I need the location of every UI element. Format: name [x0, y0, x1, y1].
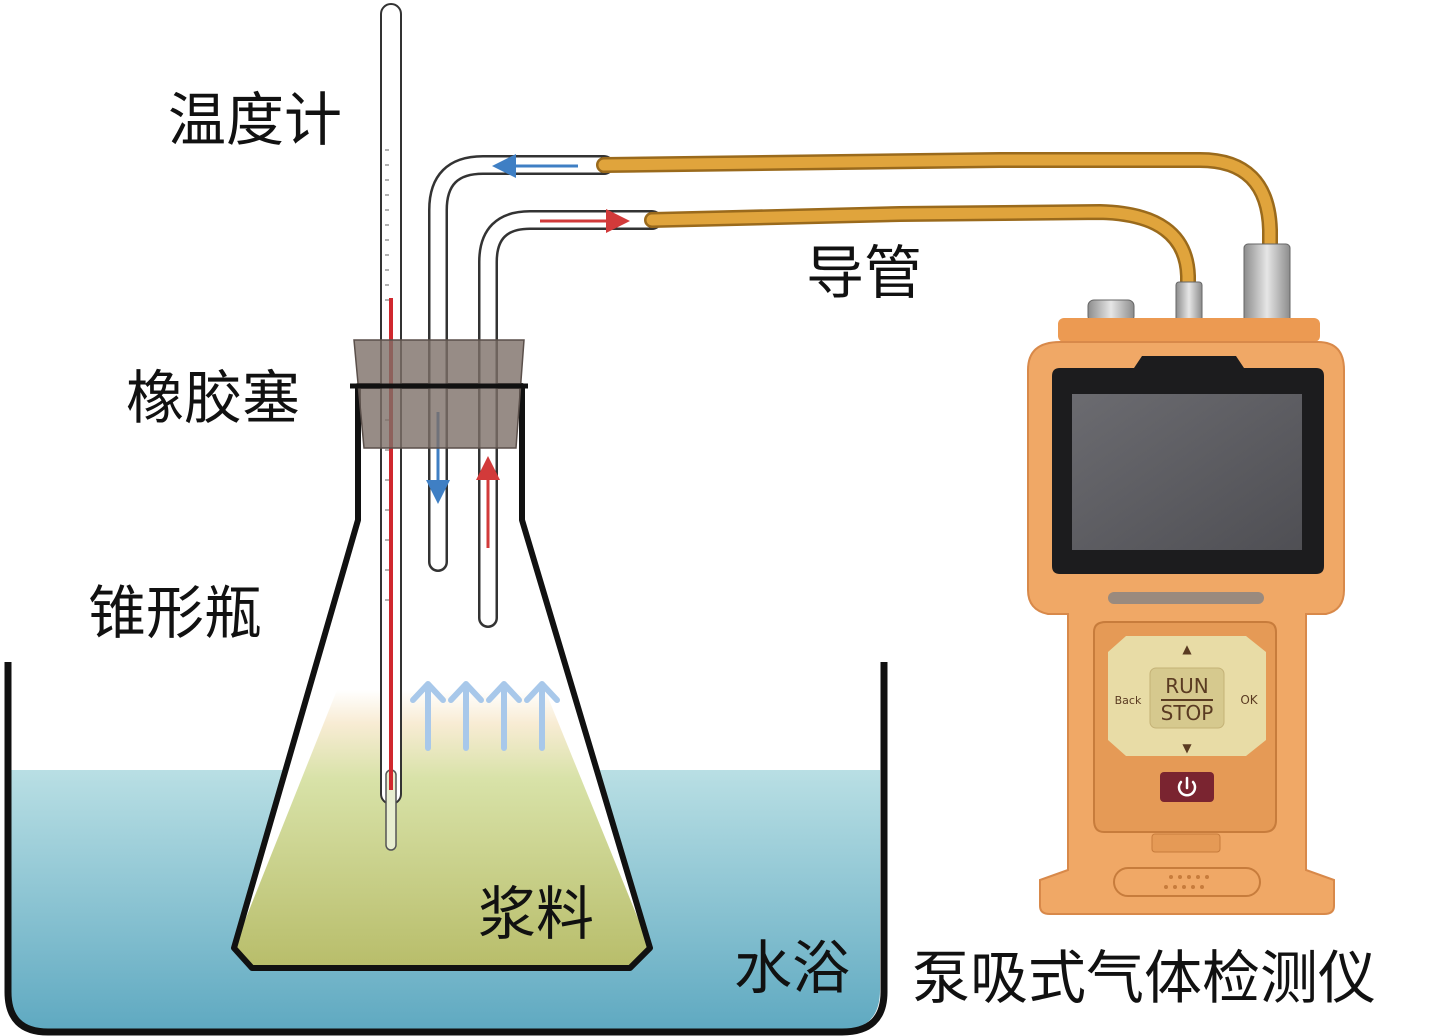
- tubing: [596, 152, 1278, 292]
- up-button[interactable]: ▲: [1182, 642, 1192, 656]
- arrow-up-icon: [524, 681, 560, 751]
- label-flask: 锥形瓶: [88, 579, 262, 647]
- conical-flask: [231, 383, 653, 971]
- arrow-up-icon: [448, 681, 484, 751]
- arrow-up-icon: [486, 681, 522, 751]
- label-thermometer: 温度计: [168, 86, 342, 154]
- down-button[interactable]: ▼: [1182, 741, 1192, 755]
- slurry-liquid: [234, 690, 650, 968]
- display-screen: [1072, 394, 1302, 550]
- power-icon: [1177, 776, 1197, 797]
- rubber-stopper: [350, 339, 528, 449]
- run-label: RUN: [1165, 674, 1209, 698]
- speaker-slot: [1108, 592, 1264, 604]
- bath-container: [4, 662, 888, 1036]
- vapor-arrows: [410, 681, 560, 751]
- grille: [1113, 867, 1261, 897]
- flask-outline: [231, 383, 653, 971]
- outlet-port: [1243, 243, 1291, 323]
- stop-label: STOP: [1161, 701, 1214, 725]
- label-slurry: 浆料: [478, 880, 594, 948]
- back-button[interactable]: Back: [1115, 694, 1142, 707]
- label-water-bath: 水浴: [734, 934, 850, 1002]
- grille-holes: [1164, 875, 1209, 889]
- arrow-up-icon: [410, 681, 446, 751]
- run-stop-button[interactable]: [1149, 667, 1225, 729]
- ok-button[interactable]: OK: [1240, 693, 1258, 707]
- thermometer-scale: [385, 149, 389, 601]
- glass-tubes: [428, 155, 662, 628]
- gas-detector: RUN STOP ▲ ▼ Back OK: [1027, 243, 1345, 915]
- inlet-port: [1175, 281, 1203, 323]
- label-stopper: 橡胶塞: [126, 364, 300, 432]
- label-detector: 泵吸式气体检测仪: [912, 944, 1376, 1012]
- label-tube: 导管: [806, 239, 922, 307]
